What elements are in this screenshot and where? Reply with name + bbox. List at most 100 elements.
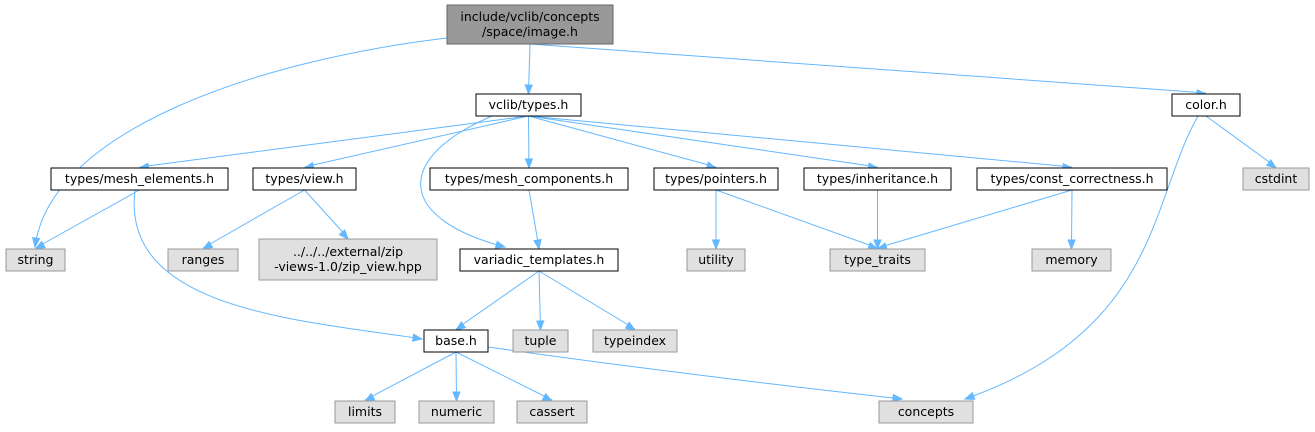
node-cstdint: cstdint (1242, 167, 1310, 191)
node-label: types/view.h (265, 171, 343, 186)
node-label: color.h (1185, 97, 1227, 112)
edge-inheritance-to-type_traits (873, 190, 882, 251)
node-type-traits: type_traits (829, 248, 926, 272)
node-label: -views-1.0/zip_view.hpp (274, 259, 422, 274)
node-color[interactable]: color.h (1171, 93, 1241, 117)
node-box (803, 167, 952, 191)
node-ranges: ranges (167, 248, 239, 272)
nodes-layer: include/vclib/concepts/space/image.h vcli… (5, 4, 1310, 424)
node-label: types/mesh_components.h (445, 171, 613, 186)
edge-variadic-to-base (454, 270, 540, 331)
node-types[interactable]: vclib/types.h (475, 93, 582, 117)
node-utility: utility (686, 248, 746, 272)
node-box (686, 248, 746, 272)
node-box (334, 400, 396, 424)
node-label: types/const_correctness.h (990, 171, 1153, 186)
edge-const_correctness-to-type_traits (876, 189, 1073, 251)
node-view[interactable]: types/view.h (252, 167, 357, 191)
node-box (516, 400, 588, 424)
edge-view-to-zip_view (304, 189, 349, 241)
edge-root-to-color (529, 43, 1208, 98)
node-box (418, 400, 495, 424)
node-box (423, 329, 489, 353)
node-label: include/vclib/concepts (460, 9, 599, 24)
edge-pointers-to-utility (711, 190, 721, 251)
node-variadic[interactable]: variadic_templates.h (459, 248, 619, 272)
edge-types-to-variadic (420, 115, 507, 249)
node-box (429, 167, 629, 191)
edge-types-to-const_correctness (528, 115, 1074, 172)
edge-mesh_elements-to-base (133, 189, 424, 342)
node-label: tuple (525, 333, 557, 348)
edge-view-to-ranges (201, 189, 305, 250)
node-mesh-components[interactable]: types/mesh_components.h (429, 167, 629, 191)
node-label: ../../../external/zip (293, 244, 403, 259)
edge-const_correctness-to-memory (1067, 189, 1076, 251)
node-cassert: cassert (516, 400, 588, 424)
edge-variadic-to-tuple (536, 270, 545, 332)
node-label: types/mesh_elements.h (65, 171, 214, 186)
node-box (167, 248, 239, 272)
node-box (592, 329, 678, 353)
node-numeric: numeric (418, 400, 495, 424)
node-box (475, 93, 582, 117)
node-label: types/inheritance.h (817, 171, 938, 186)
node-zip-view: ../../../external/zip-views-1.0/zip_view… (258, 238, 438, 281)
node-box (653, 167, 779, 191)
node-box (446, 4, 614, 45)
node-label: base.h (435, 333, 477, 348)
edge-root-to-string (32, 37, 448, 249)
node-concepts: concepts (878, 400, 974, 424)
node-box (1242, 167, 1310, 191)
node-base[interactable]: base.h (423, 329, 489, 353)
node-label: /space/image.h (482, 24, 578, 39)
node-label: utility (698, 252, 734, 267)
node-tuple: tuple (512, 329, 569, 353)
edge-color-to-cstdint (1205, 115, 1278, 169)
node-const-correctness[interactable]: types/const_correctness.h (976, 167, 1168, 191)
node-inheritance[interactable]: types/inheritance.h (803, 167, 952, 191)
node-box (878, 400, 974, 424)
edge-types-to-view (303, 115, 529, 170)
node-label: numeric (431, 404, 482, 419)
edge-mesh_elements-to-string (34, 189, 140, 250)
edge-base-to-numeric (452, 351, 461, 403)
node-root[interactable]: include/vclib/concepts/space/image.h (446, 4, 614, 45)
node-box (252, 167, 357, 191)
edge-types-to-inheritance (528, 115, 879, 171)
edge-types-to-pointers (528, 115, 718, 170)
node-typeindex: typeindex (592, 329, 678, 353)
edge-root-to-types (524, 43, 534, 96)
node-label: cassert (529, 404, 574, 419)
edge-base-to-concepts (487, 346, 904, 403)
node-pointers[interactable]: types/pointers.h (653, 167, 779, 191)
node-label: variadic_templates.h (474, 252, 605, 267)
node-memory: memory (1031, 248, 1112, 272)
node-label: cstdint (1255, 171, 1298, 186)
node-label: types/pointers.h (665, 171, 767, 186)
node-string: string (5, 248, 66, 272)
edges-layer (32, 37, 1278, 403)
node-label: vclib/types.h (489, 97, 569, 112)
node-label: concepts (898, 404, 954, 419)
edge-base-to-cassert (455, 351, 554, 402)
edge-color-to-concepts (963, 115, 1199, 400)
node-label: ranges (182, 252, 225, 267)
edge-base-to-limits (363, 351, 457, 402)
node-label: memory (1045, 252, 1098, 267)
node-box (5, 248, 66, 272)
node-box (1171, 93, 1241, 117)
edge-types-to-mesh_components (524, 115, 534, 170)
edge-mesh_components-to-variadic (528, 189, 542, 251)
node-box (1031, 248, 1112, 272)
node-mesh-elements[interactable]: types/mesh_elements.h (50, 167, 229, 191)
edge-types-to-mesh_elements (138, 115, 529, 171)
node-box (512, 329, 569, 353)
node-box (258, 238, 438, 281)
node-box (50, 167, 229, 191)
node-label: type_traits (844, 252, 911, 267)
node-box (459, 248, 619, 272)
node-limits: limits (334, 400, 396, 424)
node-label: string (18, 252, 54, 267)
